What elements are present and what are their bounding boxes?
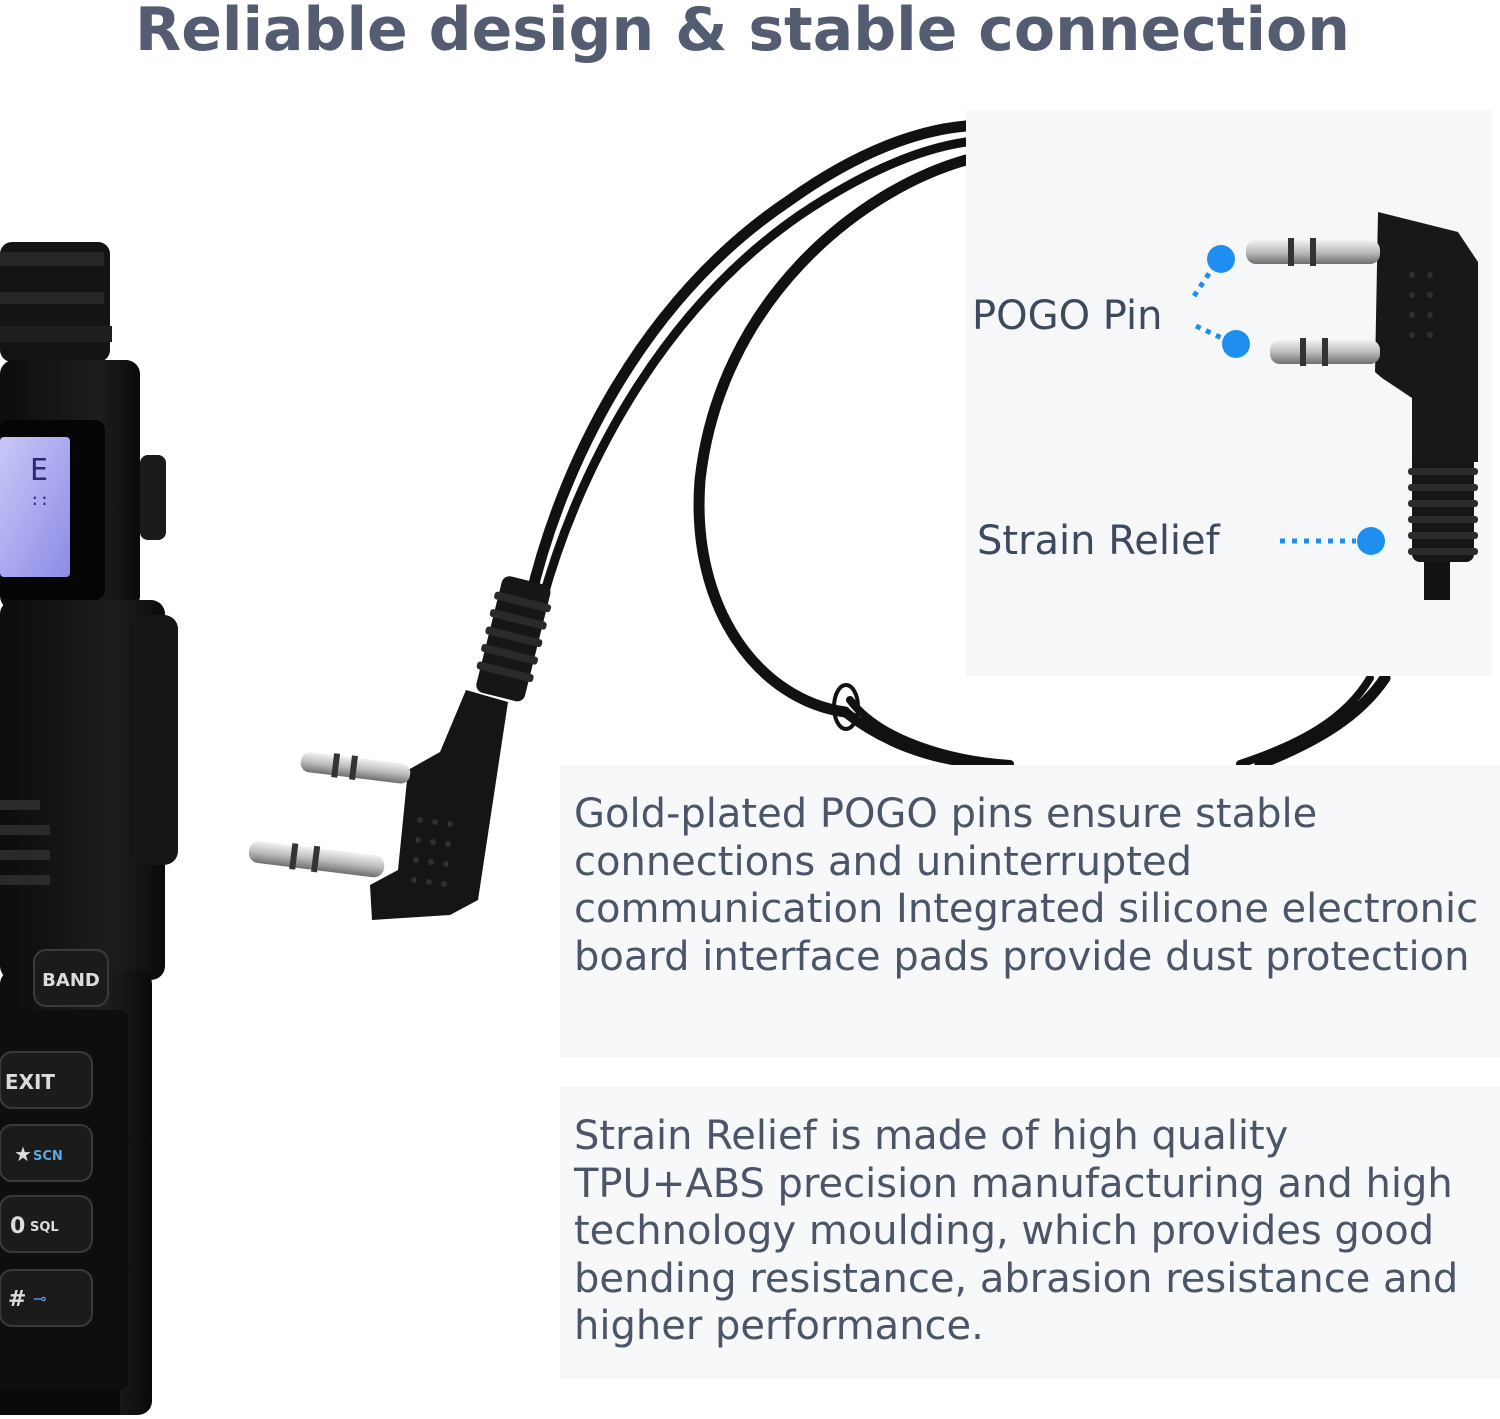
pogo-pin-top-dot: [1207, 245, 1235, 273]
pogo-pin-label: POGO Pin: [972, 293, 1163, 339]
connector-plug: [248, 576, 552, 920]
svg-text:★: ★: [14, 1142, 32, 1166]
connector-detail-panel: [966, 110, 1492, 676]
key-icon: ⊸: [33, 1289, 46, 1308]
connector-detail-illustration: [1191, 212, 1478, 600]
feature-text-strain-relief: Strain Relief is made of high quality TP…: [574, 1113, 1459, 1349]
exit-key: EXIT: [0, 1051, 93, 1109]
band-key-label: BAND: [42, 970, 100, 991]
strain-relief-label: Strain Relief: [977, 518, 1220, 564]
feature-text-pogo: Gold-plated POGO pins ensure stable conn…: [574, 791, 1479, 980]
sql-key: 0 SQL: [0, 1195, 93, 1253]
svg-text:::: ::: [30, 490, 49, 509]
cable-loop: [524, 120, 1391, 770]
strain-relief-pointer: [1280, 527, 1385, 555]
svg-text:#: #: [8, 1287, 26, 1312]
lock-key: # ⊸: [0, 1269, 93, 1327]
feature-description-strain-relief: Strain Relief is made of high quality TP…: [560, 1087, 1500, 1379]
svg-text:E: E: [30, 453, 48, 488]
pogo-pin-pointer: [1191, 245, 1250, 358]
pogo-pin-bottom-dot: [1222, 330, 1250, 358]
strain-relief-dot: [1357, 527, 1385, 555]
band-key: BAND: [33, 949, 109, 1007]
scan-key: ★ SCN: [0, 1124, 93, 1182]
exit-key-label: EXIT: [5, 1070, 56, 1094]
svg-text:0: 0: [10, 1214, 25, 1239]
page-title: Reliable design & stable connection: [135, 0, 1350, 65]
lcd-screen: [0, 437, 70, 577]
feature-description-pogo: Gold-plated POGO pins ensure stable conn…: [560, 765, 1500, 1057]
scan-key-label: SCN: [33, 1149, 63, 1164]
sql-key-label: SQL: [30, 1220, 59, 1235]
